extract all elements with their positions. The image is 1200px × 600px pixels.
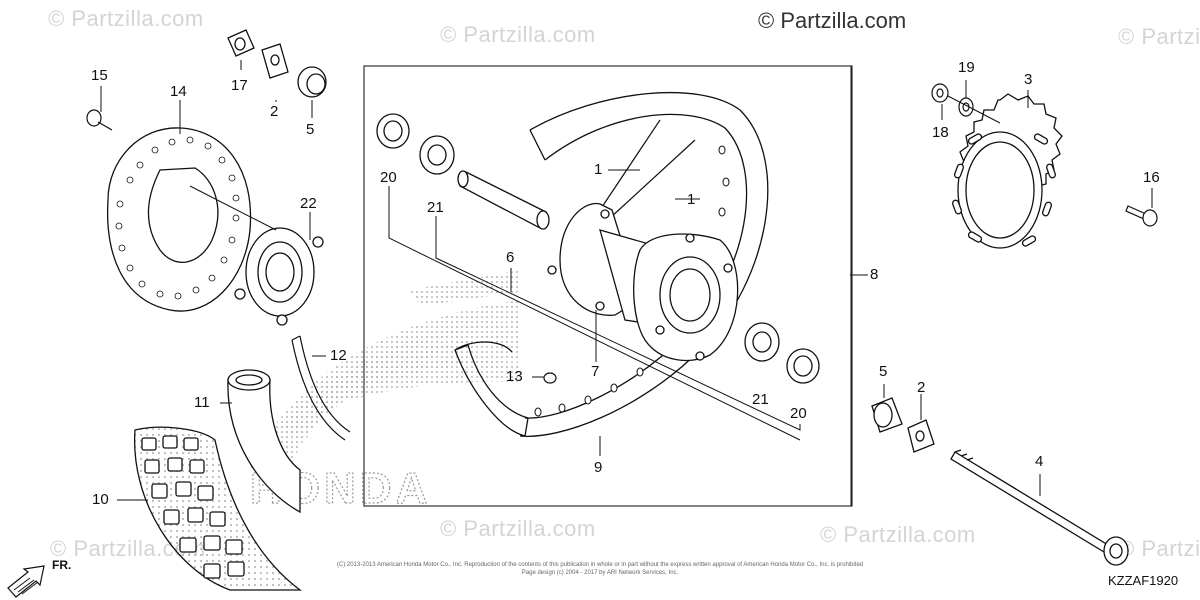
left-collar-adjuster (227, 29, 327, 98)
sprocket-part (951, 93, 1063, 249)
callout-label: 8 (870, 266, 879, 283)
watermark: © Partzilla.com (820, 522, 976, 547)
watermark: © Partzilla.com (1118, 24, 1200, 49)
brake-disc-holes (115, 136, 240, 300)
tube-part (227, 369, 301, 514)
callout-label: 15 (91, 67, 108, 84)
callout-label: 10 (92, 491, 109, 508)
callout-label: 2 (270, 103, 279, 120)
disc-bolt-part (86, 109, 113, 131)
watermark: © Partzilla.com (1118, 536, 1200, 561)
guide-line (189, 185, 277, 231)
callout-label: 19 (958, 59, 975, 76)
callout-label: 1 (687, 191, 696, 208)
callout-label: 5 (306, 121, 315, 138)
callout-label: 9 (594, 459, 603, 476)
callout-label: 6 (506, 249, 515, 266)
page-design-line: Page design (c) 2004 - 2017 by ARI Netwo… (521, 570, 679, 576)
rim-part (454, 91, 769, 437)
callout-label: 7 (591, 363, 600, 380)
spokes-part (599, 119, 696, 219)
callout-label: 13 (506, 368, 523, 385)
watermark: © Partzilla.com (440, 516, 596, 541)
rim-band-part (291, 335, 351, 441)
hub-flange-part (234, 227, 324, 326)
callout-label: 22 (300, 195, 317, 212)
callout-label: 2 (917, 379, 926, 396)
left-bearings (376, 113, 455, 175)
watermark: © Partzilla.com (440, 22, 596, 47)
diagram-code: KZZAF1920 (1108, 573, 1179, 588)
front-direction-label: FR. (52, 558, 72, 572)
callout-label: 20 (380, 169, 397, 186)
partzilla-watermark: © Partzilla.com (758, 8, 907, 33)
copyright-footer: (C) 2013-2013 American Honda Motor Co., … (330, 561, 870, 577)
callout-label: 1 (594, 161, 603, 178)
right-collar-adjuster (871, 397, 935, 453)
callout-label: 18 (932, 124, 949, 141)
front-direction-arrow (7, 565, 45, 598)
tire-part (134, 426, 302, 591)
brake-disc-part (106, 127, 252, 312)
callout-leader-lines (100, 60, 1153, 501)
callout-label: 21 (427, 199, 444, 216)
callout-label: 14 (170, 83, 187, 100)
callout-label: 11 (194, 394, 210, 411)
callout-label: 4 (1035, 453, 1044, 470)
sprocket-bolt-part (1125, 205, 1158, 227)
callout-label: 21 (752, 391, 769, 408)
copyright-line: (C) 2013-2013 American Honda Motor Co., … (336, 562, 864, 568)
callout-label: 5 (879, 363, 888, 380)
callout-label: 20 (790, 405, 807, 422)
callout-label: 12 (330, 347, 347, 364)
callout-label: 16 (1143, 169, 1160, 186)
axle-part (950, 449, 1129, 566)
hub-collar-part (457, 170, 550, 230)
sprocket-nut-washer (931, 83, 974, 117)
valve-nut-part (543, 372, 557, 384)
callout-label: 3 (1024, 71, 1033, 88)
guide-line (947, 95, 1001, 124)
assembly-guide-lines (388, 66, 852, 506)
wheel-assembly-box (363, 65, 853, 507)
callout-label: 17 (231, 77, 248, 94)
hub-part (547, 202, 739, 362)
watermark: © Partzilla.com (48, 6, 204, 31)
right-bearings (744, 322, 820, 384)
